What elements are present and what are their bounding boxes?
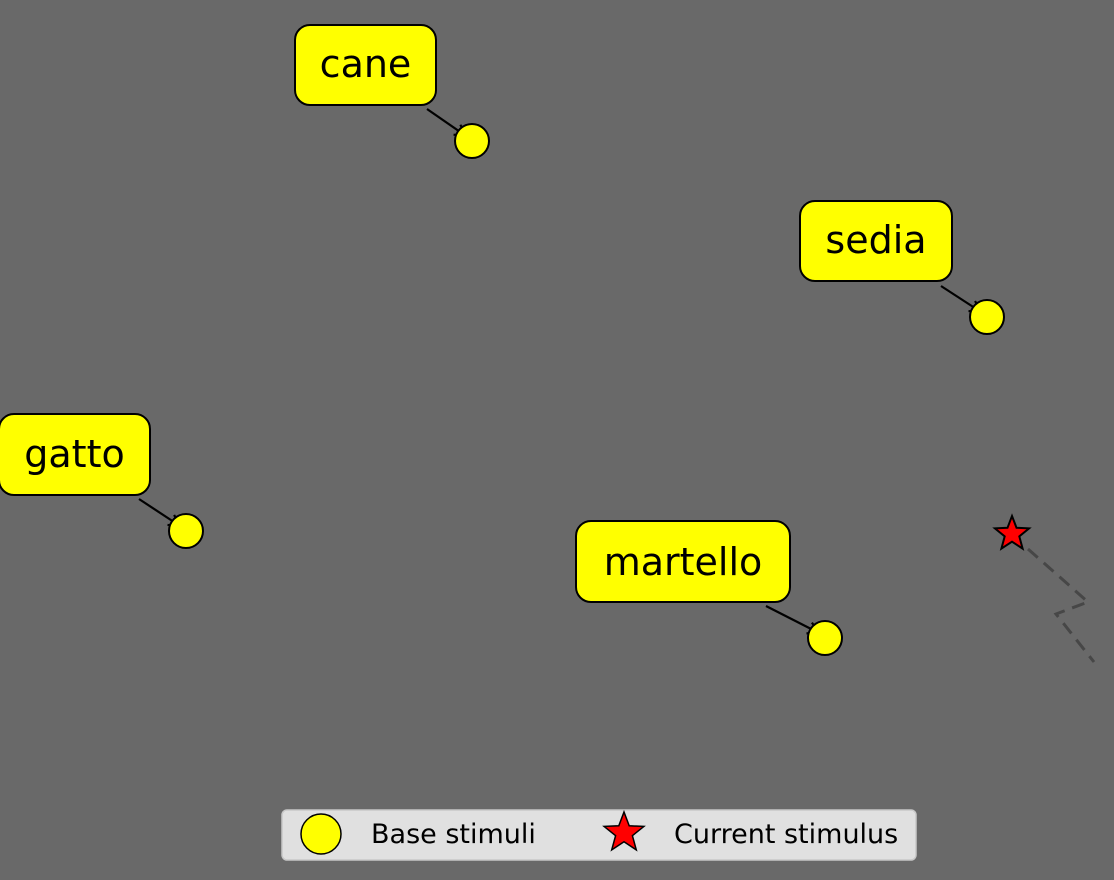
current-stimulus-star xyxy=(992,513,1032,551)
stimulus-cane-point xyxy=(454,123,490,159)
stimulus-martello-label-box xyxy=(575,520,791,603)
stimulus-sedia-label-box xyxy=(799,200,953,282)
stimulus-cane: cane xyxy=(294,24,490,159)
stimulus-sedia-point xyxy=(969,299,1005,335)
legend-box xyxy=(281,809,917,861)
legend-current-stimulus-icon xyxy=(602,809,646,852)
stimulus-gatto-label: gatto xyxy=(24,432,124,476)
legend-base-stimuli-icon xyxy=(300,813,342,855)
stimulus-gatto: gatto xyxy=(0,413,204,549)
stimulus-sedia: sedia xyxy=(799,200,1005,335)
stimulus-martello-point xyxy=(807,620,843,656)
legend-base-stimuli-label: Base stimuli xyxy=(371,819,536,850)
stimulus-cane-label-box xyxy=(294,24,437,106)
stimulus-sedia-label: sedia xyxy=(825,218,926,262)
stimulus-martello: martello xyxy=(575,520,843,656)
stimulus-martello-label: martello xyxy=(604,540,763,584)
stimulus-cane-label: cane xyxy=(320,42,412,86)
legend-current-stimulus-label: Current stimulus xyxy=(674,819,898,850)
stimulus-gatto-point xyxy=(168,513,204,549)
current-stimulus-trail xyxy=(1027,547,1096,663)
legend: Base stimuli Current stimulus xyxy=(281,809,917,861)
stimulus-gatto-label-box xyxy=(0,413,151,496)
